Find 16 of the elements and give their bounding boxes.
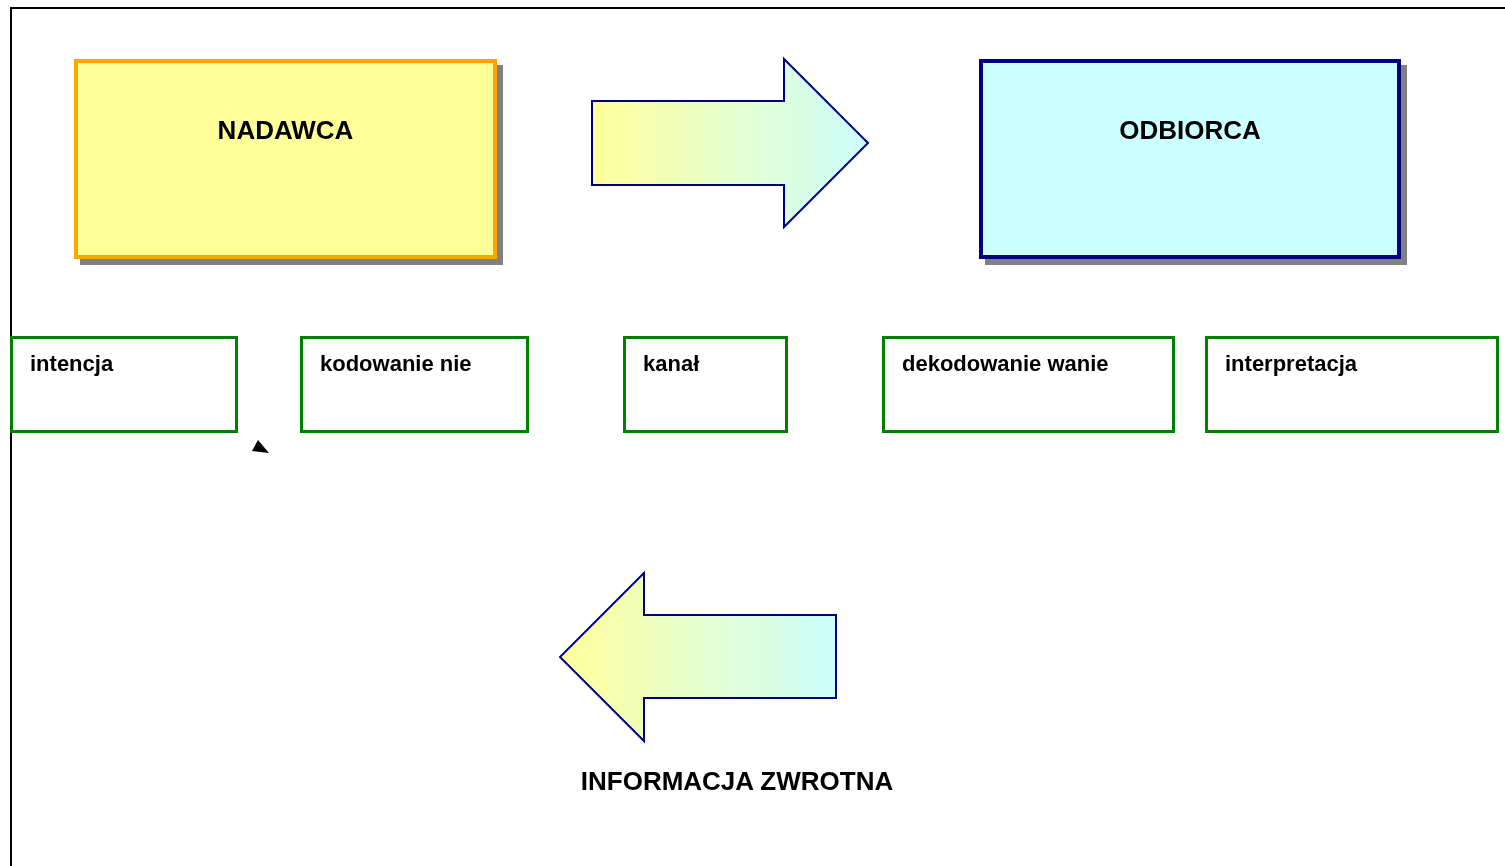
process-box [882, 336, 1175, 433]
box-label: intencja [30, 351, 114, 377]
box-label: interpretacja [1225, 351, 1358, 377]
process-box [623, 336, 788, 433]
process-box [1205, 336, 1499, 433]
box-label: ODBIORCA [1119, 115, 1261, 146]
process-box [10, 336, 238, 433]
box-label: kodowanie nie [320, 351, 472, 377]
block-arrow [591, 56, 870, 230]
box-label: NADAWCA [217, 115, 354, 146]
process-box [300, 336, 529, 433]
process-box [979, 59, 1401, 259]
caption-text: INFORMACJA ZWROTNA [580, 766, 894, 797]
box-label: dekodowanie wanie [902, 351, 1109, 377]
box-label: kanał [643, 351, 700, 377]
process-box [74, 59, 497, 259]
